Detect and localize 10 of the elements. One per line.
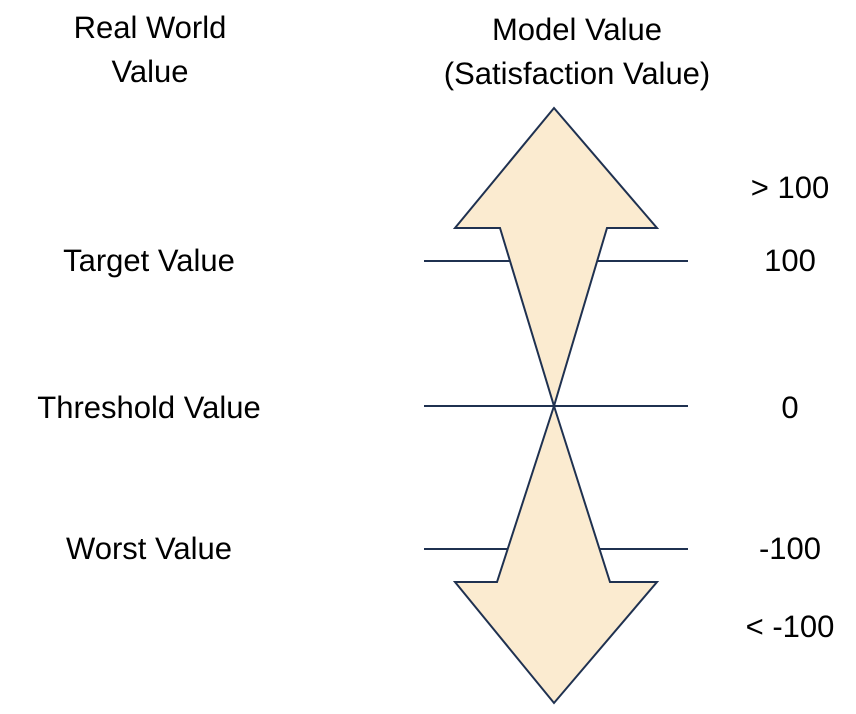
level-label: Threshold Value — [37, 390, 261, 425]
level-label: 0 — [781, 390, 799, 425]
level-label: 100 — [764, 243, 816, 278]
level-label: > 100 — [750, 170, 830, 205]
column-heading: Model Value (Satisfaction Value) — [444, 12, 710, 91]
level-label: -100 — [758, 531, 822, 566]
level-label: < -100 — [746, 609, 834, 644]
level-label: Worst Value — [66, 531, 232, 566]
level-label: Target Value — [63, 243, 235, 278]
column-heading: Real World Value — [74, 10, 226, 89]
